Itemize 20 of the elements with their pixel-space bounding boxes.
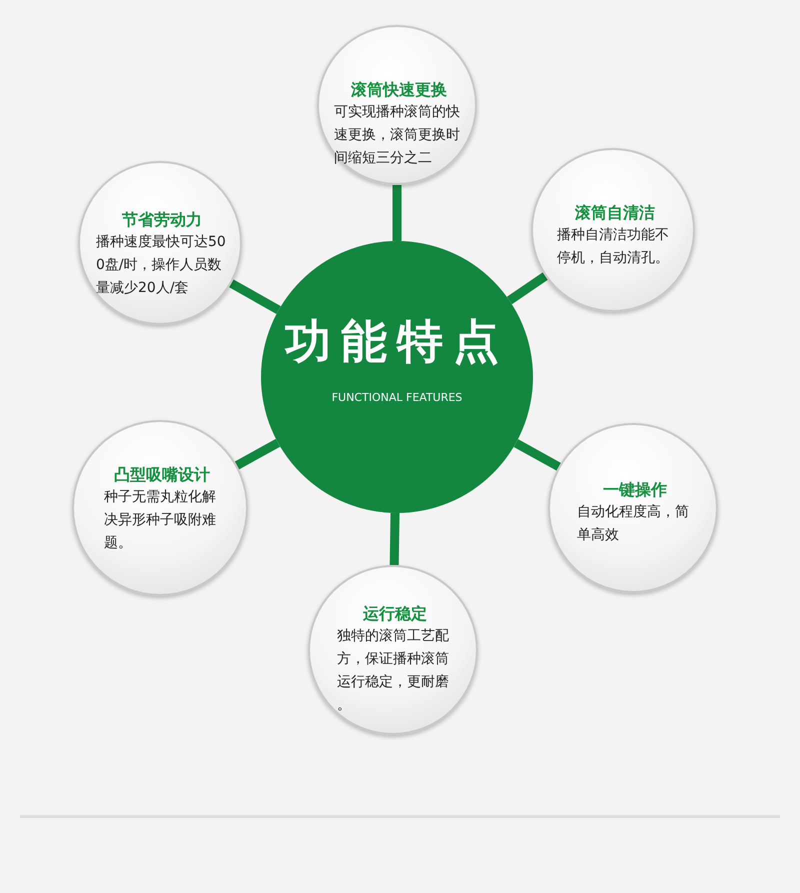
feature-description: 种子无需丸粒化解决异形种子吸附难题。 <box>104 488 217 553</box>
feature-description: 自动化程度高，简单高效 <box>577 503 690 545</box>
connector-line <box>390 512 400 566</box>
feature-heading: 滚筒自清洁 <box>574 202 656 224</box>
connector-line <box>506 272 548 304</box>
feature-heading: 一键操作 <box>602 479 668 501</box>
connector-line <box>229 279 281 314</box>
subtitle-text: FUNCTIONAL FEATURES <box>330 391 464 404</box>
connector-line <box>392 185 402 241</box>
feature-description: 可实现播种滚筒的快速更换，滚筒更换时间缩短三分之二 <box>334 103 461 168</box>
feature-description: 独特的滚筒工艺配方，保证播种滚筒运行稳定，更耐磨。 <box>337 627 450 715</box>
connector-line <box>514 439 561 471</box>
feature-description: 播种速度最快可达500盘/时，操作人员数量减少20人/套 <box>96 233 227 298</box>
feature-heading: 节省劳动力 <box>121 209 203 231</box>
connector-line <box>234 438 280 470</box>
feature-heading: 凸型吸嘴设计 <box>113 464 211 486</box>
title-text: 功能特点 <box>284 313 510 370</box>
feature-heading: 滚筒快速更换 <box>350 79 448 101</box>
feature-heading: 运行稳定 <box>362 603 428 625</box>
feature-description: 播种自清洁功能不停机，自动清孔。 <box>557 226 670 268</box>
